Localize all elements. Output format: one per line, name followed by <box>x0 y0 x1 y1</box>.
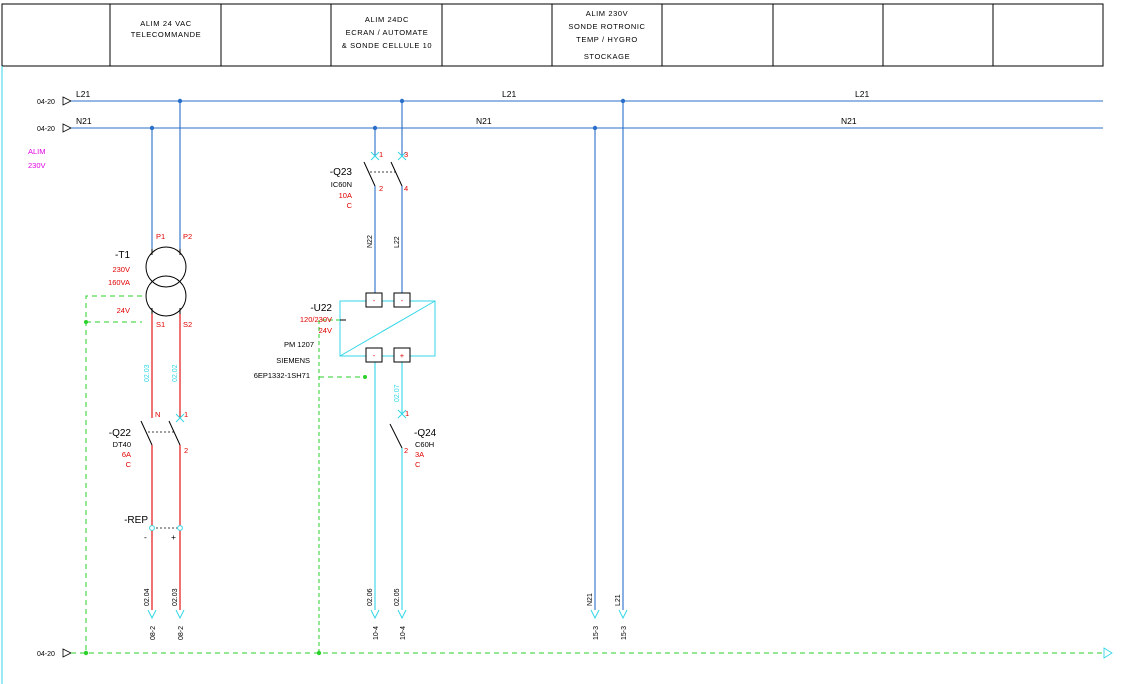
u22-terminal-out-2: + <box>400 351 405 360</box>
earth-arrow-icon <box>62 648 72 658</box>
u22-tag: -U22 <box>310 303 332 314</box>
t1-primary-voltage: 230V <box>112 265 130 274</box>
q22-pin-1: 1 <box>184 410 188 419</box>
rail-n21: 04-20 N21 N21 N21 <box>37 116 1103 133</box>
out-left-ref-2: 08-2 <box>178 626 185 640</box>
u22-brand: SIEMENS <box>276 356 310 365</box>
q23-rating: 10A <box>339 191 352 200</box>
out-right-ref-2: 15-3 <box>621 626 628 640</box>
breaker-q22[interactable] <box>140 413 185 446</box>
rail-l21-label-1: L21 <box>76 89 90 99</box>
q24-tag: -Q24 <box>414 428 437 439</box>
rail-n21-label-2: N21 <box>476 116 492 126</box>
q23-pin-2: 2 <box>379 184 383 193</box>
t1-pin-p1: P1 <box>156 232 165 241</box>
q23-pin-1: 1 <box>379 150 383 159</box>
header-cell-5-line-4: STOCKAGE <box>584 52 630 61</box>
q23-pin-3: 3 <box>404 150 408 159</box>
out-mid-ref-2: 10-4 <box>400 626 407 640</box>
header-cell-5-line-1: ALIM 230V <box>586 9 629 18</box>
t1-tag: -T1 <box>115 250 130 261</box>
out-left-wire-1: 02.04 <box>144 588 151 606</box>
branch-middle-wiring <box>318 98 405 653</box>
supply-label-line-1: ALIM <box>28 147 46 156</box>
q23-tag: -Q23 <box>330 167 353 178</box>
t1-wire-left: 02.03 <box>144 364 151 382</box>
q23-model: IC60N <box>331 180 352 189</box>
out-right-wire-2: L21 <box>615 594 622 606</box>
supply-label-line-2: 230V <box>28 161 46 170</box>
transformer-t1[interactable] <box>145 246 187 317</box>
earth-bus: 04-20 <box>37 647 1113 659</box>
rail-l21-arrow-icon <box>62 96 72 106</box>
t1-secondary-voltage: 24V <box>117 306 130 315</box>
branch-left-wiring <box>84 98 183 653</box>
q22-curve: C <box>126 460 132 469</box>
q24-model: C60H <box>415 440 434 449</box>
u22-terminal-in-2: - <box>401 296 404 305</box>
rail-l21-label-2: L21 <box>502 89 516 99</box>
out-mid-wire-1: 02.06 <box>367 588 374 606</box>
q24-curve: C <box>415 460 421 469</box>
t1-pin-p2: P2 <box>183 232 192 241</box>
power-supply-u22[interactable] <box>339 292 436 363</box>
rail-n21-arrow-icon <box>62 123 72 133</box>
header-cell-3-line-1: ALIM 24DC <box>365 15 409 24</box>
u22-part-number: 6EP1332-1SH71 <box>254 371 310 380</box>
t1-power: 160VA <box>108 278 130 287</box>
q22-pin-2: 2 <box>184 446 188 455</box>
branch-right-wiring <box>590 98 628 620</box>
out-right-ref-1: 15-3 <box>593 626 600 640</box>
header-cell-5-line-3: TEMP / HYGRO <box>576 35 638 44</box>
t1-pin-s1: S1 <box>156 320 165 329</box>
q22-pin-n: N <box>155 410 160 419</box>
q24-pin-1: 1 <box>405 409 409 418</box>
u22-voltage-out: 24V <box>319 326 332 335</box>
header-cell-1-line-1: ALIM 24 VAC <box>140 19 191 28</box>
header-table: ALIM 24 VAC TELECOMMANDE ALIM 24DC ECRAN… <box>1 3 1104 67</box>
u22-terminal-in-1: - <box>373 296 376 305</box>
outputs-middle <box>370 609 407 620</box>
u22-terminal-out-1: - <box>373 351 376 360</box>
t1-pin-s2: S2 <box>183 320 192 329</box>
terminal-block-rep[interactable] <box>149 525 183 531</box>
header-cell-5-line-2: SONDE ROTRONIC <box>568 22 645 31</box>
q22-tag: -Q22 <box>109 428 132 439</box>
rep-tag: -REP <box>124 515 148 526</box>
breaker-q23[interactable] <box>363 151 407 187</box>
rail-l21: 04-20 L21 L21 L21 <box>37 89 1103 106</box>
rail-n21-label-1: N21 <box>76 116 92 126</box>
u22-wire-out: 02.07 <box>394 384 401 402</box>
rail-l21-port-ref: 04-20 <box>37 99 55 106</box>
t1-wire-right: 02.02 <box>172 364 179 382</box>
rail-n21-label-3: N21 <box>841 116 857 126</box>
rep-plus: + <box>171 532 176 542</box>
out-left-wire-2: 02.03 <box>172 588 179 606</box>
out-mid-wire-2: 02.05 <box>394 588 401 606</box>
out-mid-ref-1: 10-4 <box>373 626 380 640</box>
q23-pin-4: 4 <box>404 184 408 193</box>
earth-end-arrow-icon <box>1103 647 1113 659</box>
header-cell-3-line-2: ECRAN / AUTOMATE <box>346 28 429 37</box>
rail-l21-label-3: L21 <box>855 89 869 99</box>
header-cell-3-line-3: & SONDE CELLULE 10 <box>342 41 432 50</box>
q23-wire-l: L22 <box>394 236 401 248</box>
earth-port-ref: 04-20 <box>37 651 55 658</box>
out-left-ref-1: 08-2 <box>150 626 157 640</box>
q22-rating: 6A <box>122 450 131 459</box>
rail-n21-port-ref: 04-20 <box>37 126 55 133</box>
q24-rating: 3A <box>415 450 424 459</box>
q24-pin-2: 2 <box>404 446 408 455</box>
out-right-wire-1: N21 <box>587 593 594 606</box>
rep-minus: - <box>144 532 147 542</box>
u22-model: PM 1207 <box>284 340 314 349</box>
outputs-left <box>147 609 185 620</box>
q22-model: DT40 <box>113 440 131 449</box>
header-cell-1-line-2: TELECOMMANDE <box>131 30 202 39</box>
q23-wire-n: N22 <box>367 235 374 248</box>
u22-voltage-in: 120/230V <box>300 315 332 324</box>
q23-curve: C <box>347 201 353 210</box>
breaker-q24[interactable] <box>389 409 407 449</box>
